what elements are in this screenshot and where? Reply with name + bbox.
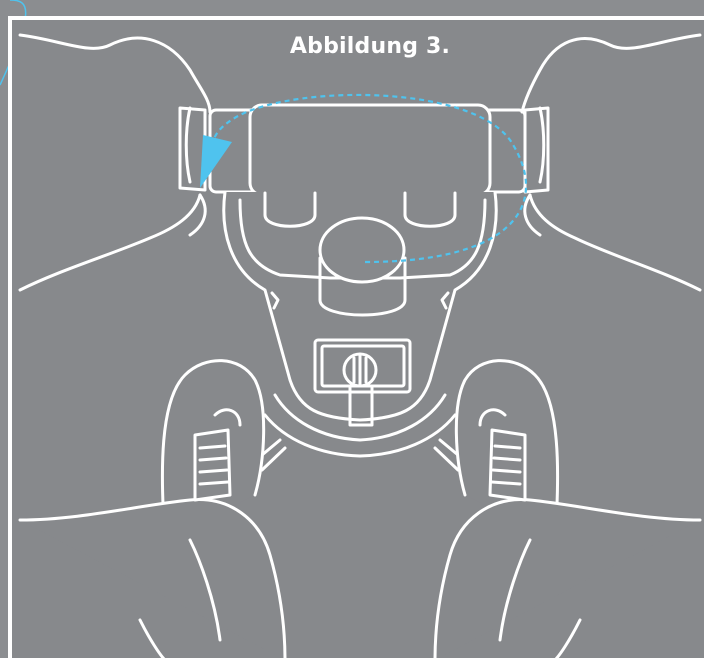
figure-caption: Abbildung 3. xyxy=(0,34,704,59)
